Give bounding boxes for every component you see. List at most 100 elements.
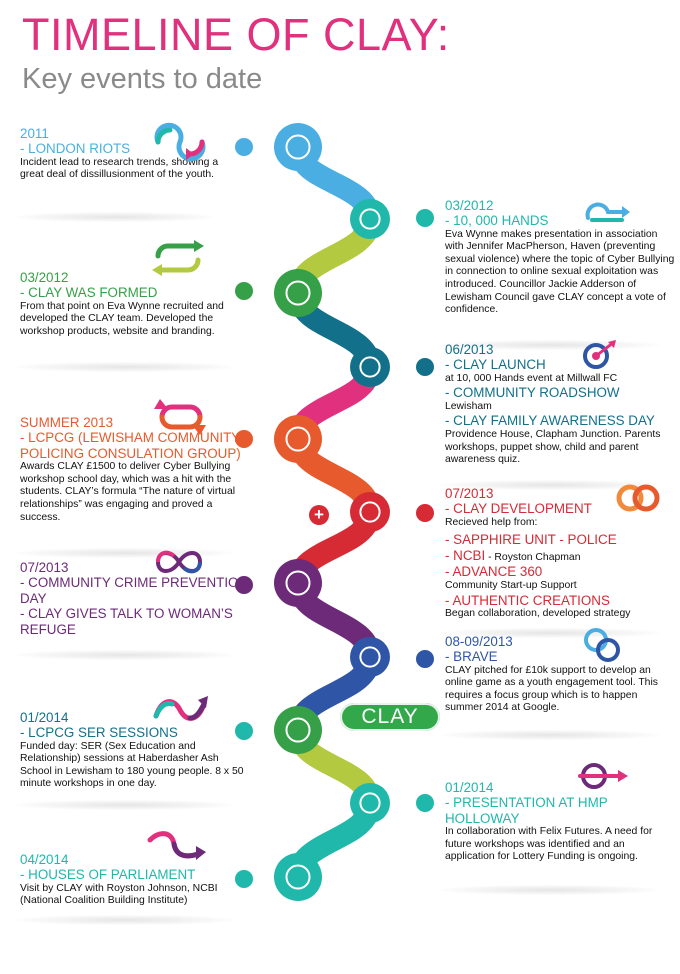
spine-node-disc (274, 269, 322, 317)
spine-node (274, 123, 322, 171)
spine-node-disc (274, 853, 322, 901)
event-heading: - CLAY LAUNCH (445, 357, 546, 372)
event-marker-dot (235, 430, 253, 448)
event-body: Recieved help from: (445, 516, 538, 528)
double-rings-icon (584, 628, 620, 662)
spine-node-disc (274, 559, 322, 607)
event-body: Began collaboration, developed strategy (445, 608, 631, 620)
event-body: Visit by CLAY with Royston Johnson, NCBI… (20, 882, 218, 907)
event-03-2012-10000-hands: 03/2012 - 10, 000 HANDS Eva Wynne makes … (445, 198, 675, 317)
spine-node-disc (350, 783, 390, 823)
event-body: Community Start-up Support (445, 579, 577, 591)
spine-node-ring (285, 864, 311, 890)
event-heading: - 10, 000 HANDS (445, 213, 549, 228)
card-shadow (15, 548, 235, 558)
event-07-2013-community: 07/2013 - COMMUNITY CRIME PREVENTION DAY… (20, 560, 255, 637)
clay-logo: CLAY (340, 703, 440, 731)
spine-node-disc (274, 415, 322, 463)
event-heading: - BRAVE (445, 649, 498, 664)
spine-node-disc (350, 492, 390, 532)
event-year: 01/2014 (20, 710, 69, 725)
event-heading: - LONDON RIOTS (20, 141, 131, 156)
cycle-arrows-icon (154, 399, 206, 435)
spine-node (274, 559, 322, 607)
spine-node-ring (359, 792, 381, 814)
event-marker-dot (235, 870, 253, 888)
event-01-2014-ser-sessions: 01/2014 - LCPCG SER SESSIONS Funded day:… (20, 710, 250, 791)
event-row: - NCBI - Royston Chapman (445, 548, 680, 565)
spine-node-disc (350, 347, 390, 387)
loop-arrows-icon (154, 122, 206, 162)
event-year: SUMMER 2013 (20, 415, 114, 430)
event-heading: - AUTHENTIC CREATIONS (445, 592, 610, 608)
event-01-2014-hmp-holloway: 01/2014 - PRESENTATION AT HMP HOLLOWAY I… (445, 780, 675, 864)
event-body: From that point on Eva Wynne recruited a… (20, 300, 224, 337)
event-marker-dot (416, 504, 434, 522)
event-2011-london-riots: 2011 - LONDON RIOTS Incident lead to res… (20, 126, 220, 182)
event-heading: - CLAY GIVES TALK TO WOMAN’S REFUGE (20, 606, 233, 637)
spine-nodes (274, 123, 390, 901)
event-body: Lewisham (445, 400, 492, 412)
card-shadow (440, 628, 660, 638)
event-marker-dot (235, 282, 253, 300)
event-heading: - CLAY FAMILY AWARENESS DAY (445, 413, 655, 429)
curl-arrow-icon (585, 202, 630, 222)
spine-node-ring (285, 426, 311, 452)
spine-node-ring (285, 570, 311, 596)
spine-node (274, 706, 322, 754)
card-shadow (440, 480, 660, 490)
spine-node (350, 783, 390, 823)
event-year: 01/2014 (445, 780, 494, 795)
page-subtitle: Key events to date (22, 63, 263, 95)
card-shadow (15, 650, 235, 660)
event-body: Providence House, Clapham Junction. Pare… (445, 428, 661, 466)
spine-node (350, 637, 390, 677)
wave-arrow-icon (153, 696, 208, 721)
spine-node-disc (350, 637, 390, 677)
card-shadow (440, 730, 660, 740)
event-body: Funded day: SER (Sex Education and Relat… (20, 740, 244, 790)
event-body: CLAY pitched for £10k support to develop… (445, 664, 658, 714)
event-year: 2011 (20, 126, 49, 141)
event-06-2013-launch: 06/2013 - CLAY LAUNCH at 10, 000 Hands e… (445, 342, 680, 467)
spine-node-disc (274, 123, 322, 171)
event-year: 08-09/2013 (445, 634, 513, 649)
event-year: 07/2013 (445, 486, 494, 501)
event-year: 03/2012 (445, 198, 494, 213)
ring-arrow-icon (578, 763, 628, 789)
spine-node (274, 415, 322, 463)
card-shadow (15, 800, 235, 810)
event-07-2013-development: 07/2013 - CLAY DEVELOPMENT Recieved help… (445, 486, 680, 621)
card-shadow (440, 340, 660, 350)
spine-node-ring (285, 280, 311, 306)
spine-node-ring (359, 208, 381, 230)
event-heading: - SAPPHIRE UNIT - POLICE (445, 532, 617, 548)
event-marker-dot (235, 576, 253, 594)
spine-node-ring (285, 717, 311, 743)
spine-node (350, 492, 390, 532)
spine-node (274, 853, 322, 901)
spine-node (350, 347, 390, 387)
event-marker-dot (416, 794, 434, 812)
event-body: at 10, 000 Hands event at Millwall FC (445, 372, 618, 384)
card-shadow (15, 362, 235, 372)
event-heading: - COMMUNITY ROADSHOW (445, 385, 620, 401)
event-heading: - LCPCG (LEWISHAM COMMUNITY POLICING CON… (20, 430, 241, 461)
event-body: In collaboration with Felix Futures. A n… (445, 826, 653, 863)
event-08-09-2013-brave: 08-09/2013 - BRAVE CLAY pitched for £10k… (445, 634, 675, 715)
spine-node-ring (359, 501, 381, 523)
spine-node-disc (350, 199, 390, 239)
event-summer-2013-lcpcg: SUMMER 2013 - LCPCG (LEWISHAM COMMUNITY … (20, 415, 245, 524)
event-heading: - COMMUNITY CRIME PREVENTION DAY (20, 575, 249, 606)
hook-arrow-icon (147, 831, 206, 860)
event-note: - Royston Chapman (485, 551, 581, 563)
target-arrow-icon (583, 340, 616, 369)
link-rings-icon (616, 484, 660, 512)
event-marker-dot (235, 722, 253, 740)
spine-node-ring (359, 646, 381, 668)
event-04-2014-parliament: 04/2014 - HOUSES OF PARLIAMENT Visit by … (20, 852, 250, 908)
event-heading: - PRESENTATION AT HMP HOLLOWAY (445, 795, 608, 826)
event-year: 03/2012 (20, 270, 69, 285)
card-shadow (15, 915, 235, 925)
